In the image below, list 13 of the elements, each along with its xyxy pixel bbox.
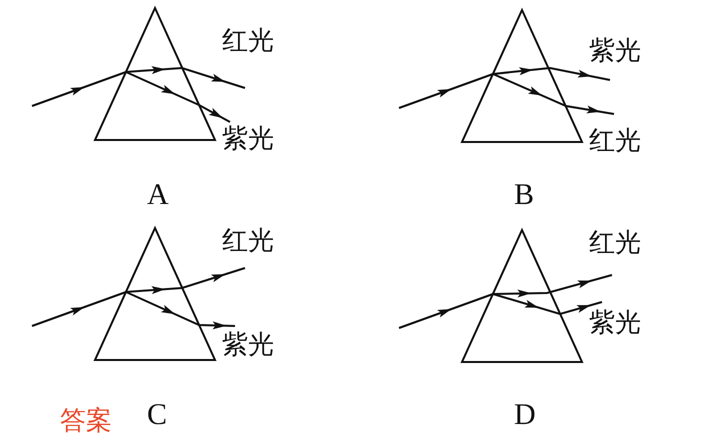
- ray-color-label: 红光: [222, 28, 274, 54]
- option-letter: C: [147, 400, 168, 430]
- option-letter: A: [147, 180, 169, 210]
- ray-color-label: 红光: [589, 128, 641, 154]
- ray-color-label: 紫光: [222, 126, 274, 152]
- ray-color-label: 紫光: [222, 332, 274, 358]
- ray-color-label: 红光: [222, 228, 274, 254]
- option-letter: D: [514, 400, 536, 430]
- answer-heading: 答案: [60, 408, 112, 434]
- option-letter: B: [514, 180, 534, 210]
- ray-color-label: 红光: [589, 230, 641, 256]
- ray-color-label: 紫光: [589, 38, 641, 64]
- ray-color-label: 紫光: [589, 310, 641, 336]
